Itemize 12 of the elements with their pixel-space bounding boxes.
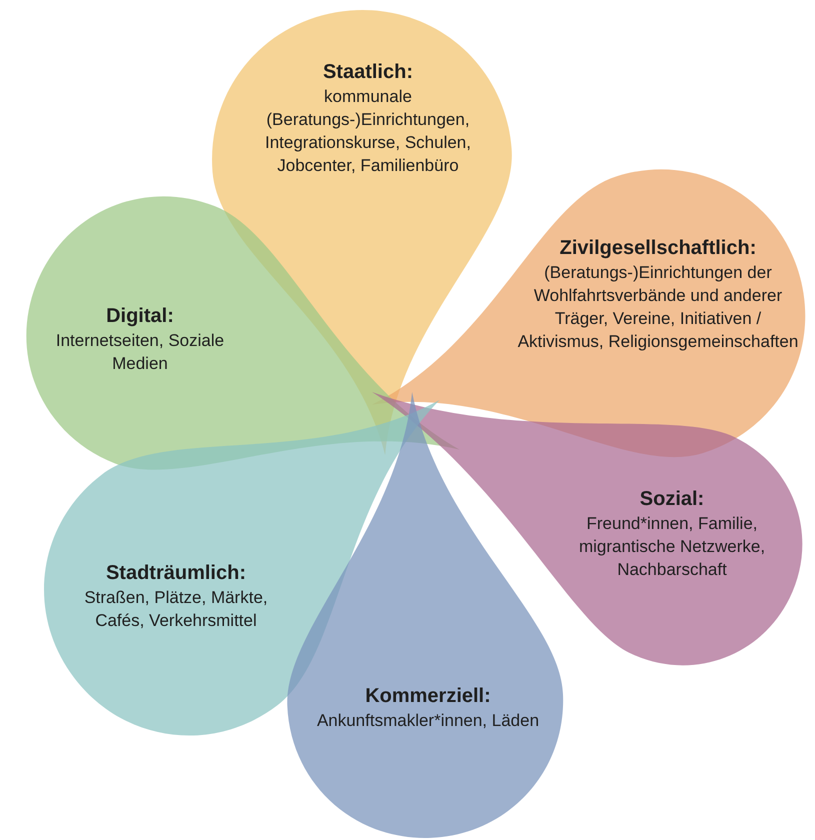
petal-text: Straßen, Plätze, Märkte, Cafés, Verkehrsmittel	[83, 587, 269, 632]
petal-text: Freund*innen, Familie, migrantische Netzwerke, Nachbarschaft	[578, 513, 766, 581]
petal-heading: Zivilgesellschaftlich:	[558, 236, 758, 261]
petal-text: kommunale (Beratungs-)Einrichtungen, Integrationskurse, Schulen, Jobcenter, Familienbüro	[264, 86, 472, 177]
petal-text: Ankunftsmakler*innen, Läden	[316, 710, 540, 732]
petal-text: (Beratungs-)Einrichtungen der Wohlfahrtsverbände und anderer Träger, Vereine, Initiativen / Aktivismus, Religionsgemeinschaften	[516, 262, 800, 353]
petal-heading: Kommerziell:	[364, 684, 492, 709]
petal-heading: Digital:	[105, 304, 175, 329]
petal-text: Internetseiten, Soziale Medien	[54, 330, 225, 375]
petal-heading: Stadträumlich:	[104, 561, 247, 586]
petal-heading: Sozial:	[638, 487, 706, 512]
petal-heading: Staatlich:	[322, 60, 414, 85]
